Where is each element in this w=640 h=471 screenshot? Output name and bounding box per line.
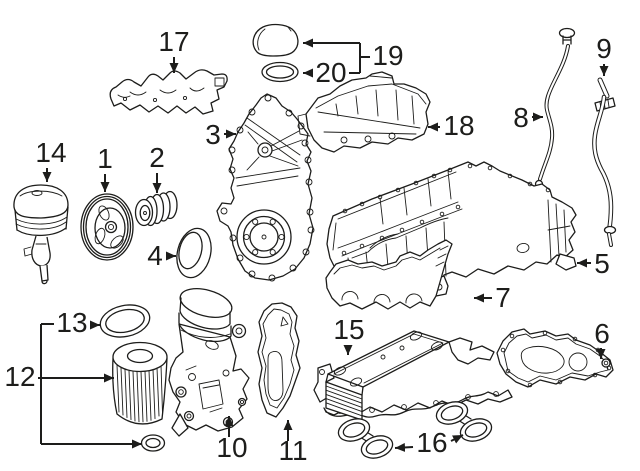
callout-label-1: 1 — [97, 143, 113, 174]
part-19-cap-drawing — [252, 23, 299, 57]
callout-label-13: 13 — [56, 307, 87, 338]
part-14-filter-cap-drawing — [13, 184, 69, 285]
part-7-baffle-gasket-drawing — [325, 239, 453, 310]
callout-label-19: 19 — [372, 40, 403, 71]
callout-label-9: 9 — [596, 33, 612, 64]
callout-label-8: 8 — [513, 102, 529, 133]
callout-label-20: 20 — [315, 57, 346, 88]
part-6-end-cover-drawing — [496, 328, 614, 388]
callout-label-5: 5 — [594, 248, 610, 279]
callout-label-3: 3 — [205, 119, 221, 150]
leader-12-bracket — [40, 323, 54, 444]
callout-label-15: 15 — [333, 314, 364, 345]
part-2-ribbed-sleeve-drawing — [134, 190, 178, 227]
callout-label-18: 18 — [443, 110, 474, 141]
callout-label-10: 10 — [216, 432, 247, 463]
callout-label-2: 2 — [149, 142, 165, 173]
part-18-valve-cover-drawing — [297, 71, 431, 153]
part-3-timing-cover-drawing — [216, 93, 315, 282]
callout-label-14: 14 — [35, 137, 66, 168]
leader-16-right — [450, 434, 464, 444]
part-4-seal-drawing — [176, 227, 212, 279]
part-11-gasket-plate-drawing — [257, 302, 301, 418]
leader-lines — [38, 38, 609, 452]
part-20-seal-ring-drawing — [261, 61, 299, 83]
callout-label-12: 12 — [4, 361, 35, 392]
callout-label-11: 11 — [278, 435, 307, 466]
part-16-gasket-pair-left-drawing — [337, 418, 394, 459]
callout-label-6: 6 — [594, 318, 610, 349]
part-16-gasket-pair-right-drawing — [435, 401, 493, 442]
part-10-filter-housing-drawing — [168, 288, 250, 437]
callout-labels: 1 2 3 4 5 6 7 8 9 10 11 12 13 14 15 16 1… — [4, 26, 611, 466]
callout-label-7: 7 — [495, 282, 511, 313]
leader-16-left — [394, 442, 414, 452]
part-12-small-o-ring-drawing — [140, 434, 166, 452]
part-9-dipstick-tube-drawing — [592, 77, 617, 247]
part-8-dipstick-drawing — [534, 27, 576, 189]
leader-19-bracket — [349, 43, 370, 74]
part-15-oil-cooler-drawing — [323, 330, 513, 421]
part-17-engine-cover-drawing — [109, 69, 228, 115]
callout-label-16: 16 — [416, 427, 447, 458]
part-1-pulley-drawing — [80, 193, 134, 261]
callout-label-17: 17 — [158, 26, 189, 57]
part-12-oil-filter-element-drawing — [112, 341, 168, 425]
callout-label-4: 4 — [147, 240, 163, 271]
part-13-o-ring-drawing — [99, 304, 151, 338]
